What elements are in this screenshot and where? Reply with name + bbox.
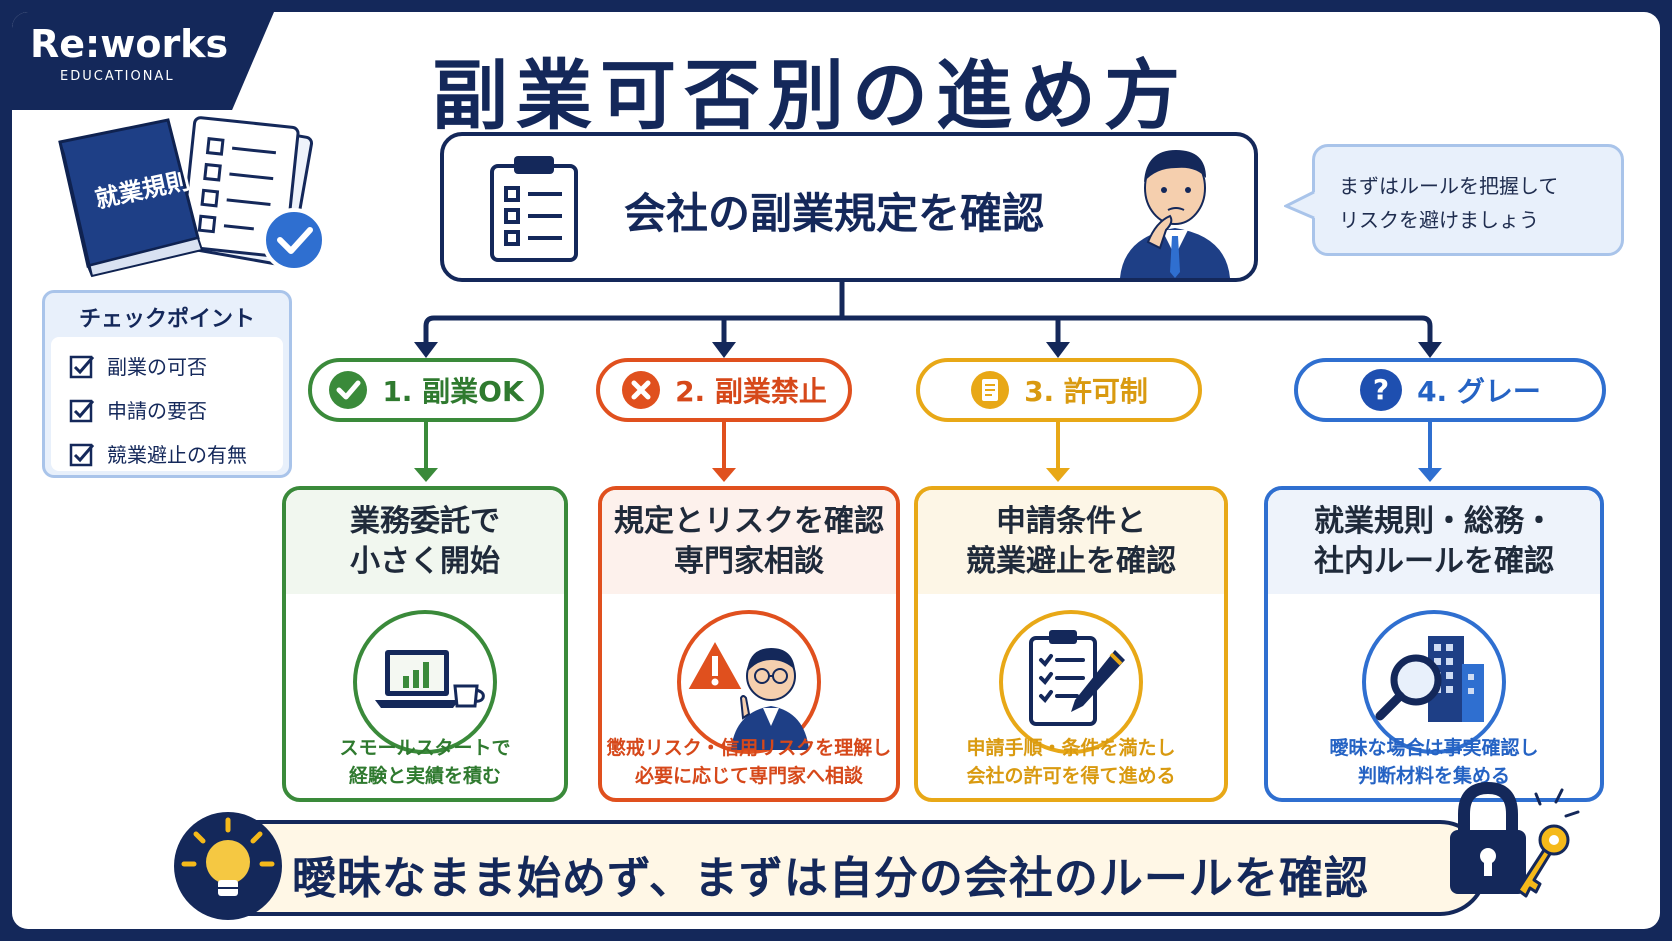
clipboard-checklist-icon bbox=[490, 156, 578, 262]
lightbulb-icon bbox=[174, 812, 282, 920]
bottom-message: 曖昧なまま始めず、まずは自分の会社のルールを確認 bbox=[292, 853, 1369, 904]
checkmark-badge-icon bbox=[262, 208, 326, 272]
card-heading-line-2: 競業避止を確認 bbox=[966, 544, 1176, 579]
padlock-key-icon bbox=[1450, 781, 1580, 898]
card-heading-line-2: 小さく開始 bbox=[350, 544, 500, 579]
checkpoint-item: 競業避止の有無 bbox=[69, 439, 247, 468]
logo-sub: EDUCATIONAL bbox=[60, 69, 175, 84]
card-illustration-circle bbox=[677, 610, 821, 754]
card-footnote-line-2: 判断材料を集める bbox=[1357, 765, 1510, 787]
speech-bubble-tail bbox=[1284, 190, 1315, 220]
card-heading-line-1: 就業規則・総務・ bbox=[1314, 504, 1554, 539]
card-heading-line-1: 申請条件と bbox=[996, 504, 1146, 539]
branch-label: 2. 副業禁止 bbox=[675, 375, 827, 408]
card-footnote: スモールスタートで 経験と実績を積む bbox=[286, 734, 564, 790]
card-heading: 就業規則・総務・ 社内ルールを確認 bbox=[1268, 490, 1600, 594]
card-footnote: 懲戒リスク・信用リスクを理解し 必要に応じて専門家へ相談 bbox=[602, 734, 896, 790]
branch-card-permission: 申請条件と 競業避止を確認 申請手順・条件を満たし 会社の許可を得て進める bbox=[914, 486, 1228, 802]
card-illustration-circle bbox=[353, 610, 497, 754]
branch-label: 4. グレー bbox=[1417, 375, 1541, 408]
card-footnote-line-2: 会社の許可を得て進める bbox=[966, 765, 1176, 787]
card-footnote-line-1: 曖昧な場合は事実確認し bbox=[1329, 737, 1539, 759]
card-footnote-line-2: 必要に応じて専門家へ相談 bbox=[634, 765, 863, 787]
speech-bubble: まずはルールを把握して リスクを避けましょう bbox=[1312, 144, 1624, 256]
branch-pill-ok: 1. 副業OK bbox=[308, 358, 544, 422]
card-illustration-circle bbox=[1362, 610, 1506, 754]
checkpoint-panel: チェックポイント 副業の可否 申請の要否 競業避止の有無 bbox=[42, 290, 292, 478]
infographic-frame: Re:works EDUCATIONAL 副業可否別の進め方 就業規則 bbox=[12, 12, 1660, 929]
card-footnote: 曖昧な場合は事実確認し 判断材料を集める bbox=[1268, 734, 1600, 790]
document-icon bbox=[971, 371, 1010, 409]
book-documents-illustration bbox=[58, 116, 326, 278]
card-footnote-line-1: 懲戒リスク・信用リスクを理解し bbox=[606, 737, 892, 759]
checkpoint-item: 副業の可否 bbox=[69, 351, 207, 380]
clipboard-pen-icon bbox=[1029, 630, 1125, 726]
warning-advisor-icon bbox=[685, 637, 809, 750]
bottom-message-banner: 曖昧なまま始めず、まずは自分の会社のルールを確認 bbox=[178, 820, 1488, 916]
checkbox-checked-icon bbox=[69, 399, 95, 422]
question-icon: ? bbox=[1360, 369, 1403, 411]
book-icon bbox=[58, 118, 204, 278]
card-heading: 申請条件と 競業避止を確認 bbox=[918, 490, 1224, 594]
page-title: 副業可否別の進め方 bbox=[432, 51, 1188, 140]
card-footnote-line-2: 経験と実績を積む bbox=[348, 765, 501, 787]
checkpoint-label: 競業避止の有無 bbox=[107, 443, 247, 467]
branch-pill-prohibited: 2. 副業禁止 bbox=[596, 358, 852, 422]
branch-label: 3. 許可制 bbox=[1024, 375, 1148, 408]
branch-pill-gray: ? 4. グレー bbox=[1294, 358, 1606, 422]
logo-band: Re:works EDUCATIONAL bbox=[12, 12, 274, 110]
businessman-thinking-icon bbox=[1120, 150, 1230, 278]
card-footnote: 申請手順・条件を満たし 会社の許可を得て進める bbox=[918, 734, 1224, 790]
main-step-text: 会社の副業規定を確認 bbox=[624, 189, 1045, 238]
logo-main: Re:works bbox=[30, 22, 229, 66]
checkpoint-title: チェックポイント bbox=[78, 307, 255, 332]
card-heading-line-1: 業務委託で bbox=[350, 504, 500, 539]
checkpoint-item: 申請の要否 bbox=[69, 395, 207, 424]
checkpoint-label: 副業の可否 bbox=[107, 355, 207, 379]
checkpoint-label: 申請の要否 bbox=[107, 399, 207, 423]
branch-label: 1. 副業OK bbox=[382, 375, 524, 408]
cross-icon bbox=[622, 371, 661, 409]
card-illustration-circle bbox=[999, 610, 1143, 754]
laptop-icon bbox=[375, 650, 485, 708]
checkbox-checked-icon bbox=[69, 443, 95, 466]
card-heading-line-1: 規定とリスクを確認 bbox=[614, 504, 884, 539]
card-heading: 規定とリスクを確認 専門家相談 bbox=[602, 490, 896, 594]
svg-text:?: ? bbox=[1373, 373, 1389, 406]
card-footnote-line-1: 申請手順・条件を満たし bbox=[966, 737, 1176, 759]
checkbox-checked-icon bbox=[69, 355, 95, 378]
branch-pill-permission: 3. 許可制 bbox=[916, 358, 1202, 422]
magnifier-building-icon bbox=[1375, 636, 1484, 722]
speech-line-1: まずはルールを把握して bbox=[1339, 174, 1559, 198]
branch-card-ok: 業務委託で 小さく開始 スモールスタートで 経験と実績を積む bbox=[282, 486, 568, 802]
checkmark-icon bbox=[329, 371, 368, 409]
card-heading-line-2: 社内ルールを確認 bbox=[1314, 544, 1554, 579]
main-step-box: 会社の副業規定を確認 bbox=[440, 132, 1258, 282]
card-heading-line-2: 専門家相談 bbox=[674, 544, 824, 579]
branch-card-gray: 就業規則・総務・ 社内ルールを確認 曖昧な場合は事実確認し 判断材料を集める bbox=[1264, 486, 1604, 802]
flow-connectors bbox=[414, 282, 1442, 482]
speech-line-2: リスクを避けましょう bbox=[1339, 208, 1539, 232]
card-footnote-line-1: スモールスタートで bbox=[339, 737, 511, 759]
checkpoint-list: 副業の可否 申請の要否 競業避止の有無 bbox=[51, 337, 283, 471]
branch-card-prohibited: 規定とリスクを確認 専門家相談 懲戒リスク・信用リスクを理解し 必要に応じて専門… bbox=[598, 486, 900, 802]
card-heading: 業務委託で 小さく開始 bbox=[286, 490, 564, 594]
